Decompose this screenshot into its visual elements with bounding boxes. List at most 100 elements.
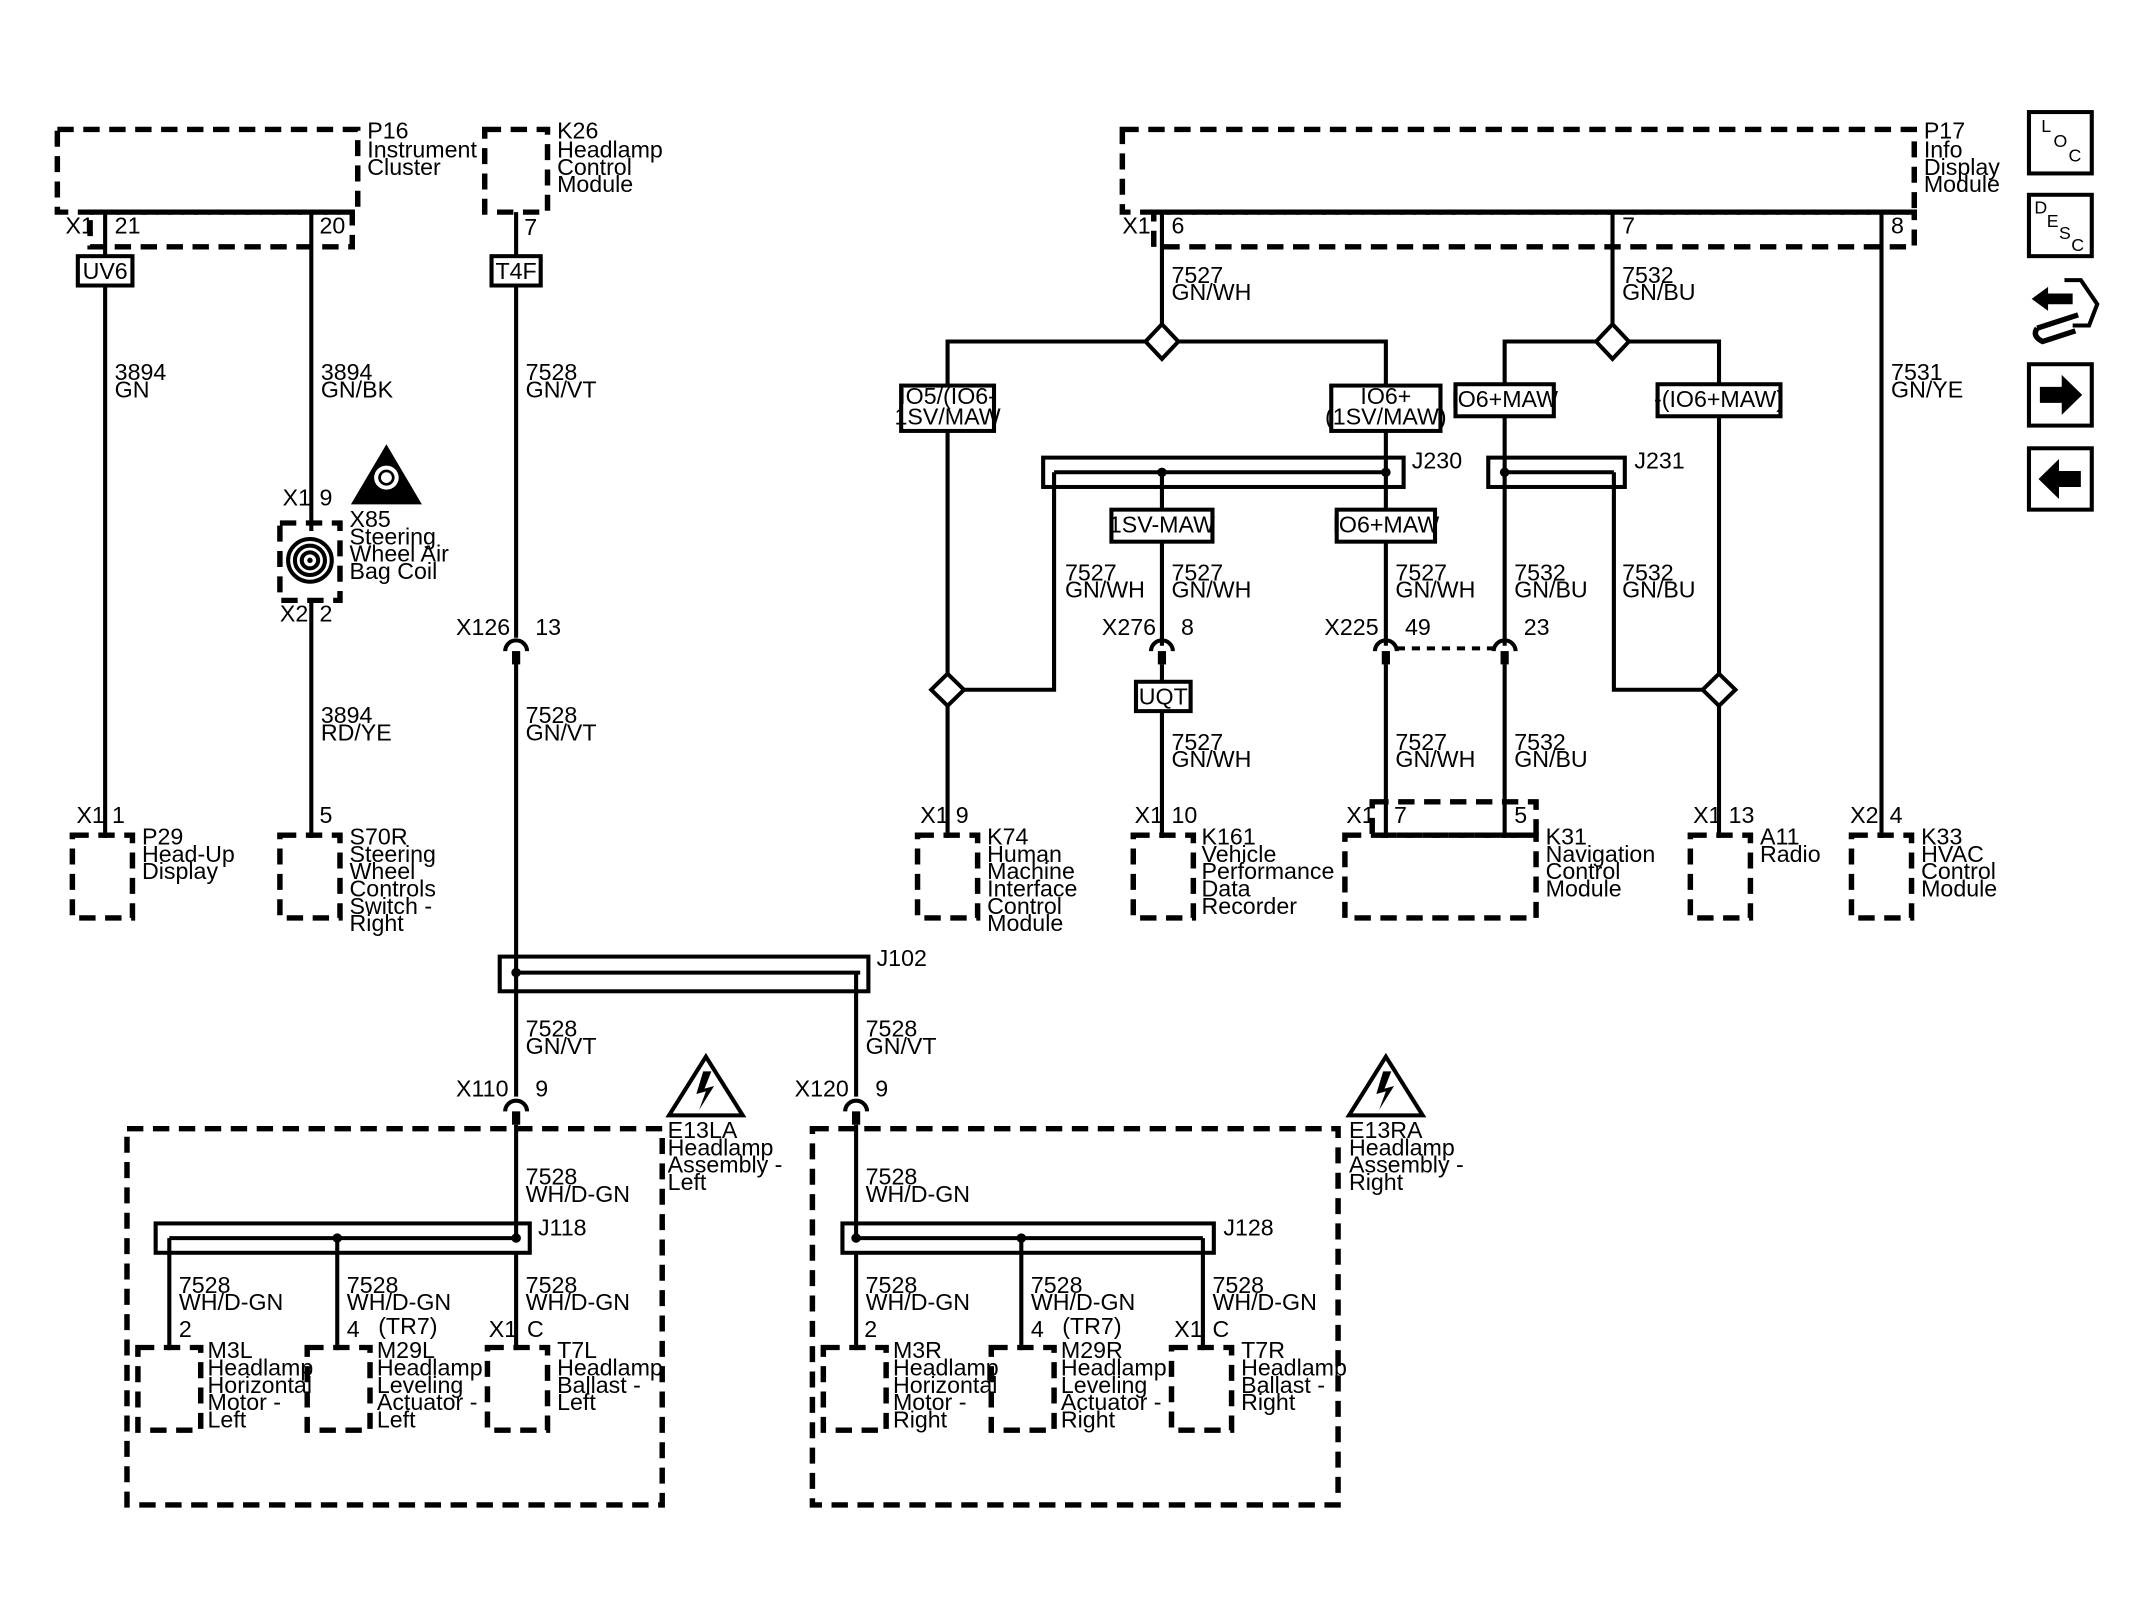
- module-k161: X1 10 K161 Vehicle Performance Data Reco…: [1130, 802, 1334, 921]
- module-e13ra: E13RA Headlamp Assembly - Right: [809, 1117, 1464, 1508]
- arrow-left-icon[interactable]: [2026, 446, 2094, 512]
- svg-text:Assembly -: Assembly -: [668, 1152, 783, 1178]
- svg-text:5: 5: [1514, 802, 1527, 828]
- svg-text:Leveling: Leveling: [377, 1372, 463, 1398]
- svg-text:Headlamp: Headlamp: [208, 1355, 314, 1381]
- svg-text:GN/VT: GN/VT: [526, 720, 597, 746]
- svg-text:(TR7): (TR7): [378, 1313, 437, 1339]
- svg-text:GN: GN: [115, 377, 150, 403]
- svg-text:Display: Display: [1924, 154, 2001, 180]
- svg-text:GN/WH: GN/WH: [1172, 577, 1252, 603]
- svg-text:Headlamp: Headlamp: [1061, 1355, 1167, 1381]
- svg-text:Control: Control: [1921, 858, 1996, 884]
- svg-text:7532: 7532: [1514, 729, 1566, 755]
- svg-text:GN/VT: GN/VT: [866, 1033, 937, 1059]
- svg-text:P16: P16: [367, 118, 408, 144]
- svg-text:7527: 7527: [1065, 560, 1117, 586]
- connector-x276: X276 8: [1102, 614, 1194, 665]
- svg-text:Interface: Interface: [987, 876, 1077, 902]
- svg-text:7528: 7528: [526, 1272, 578, 1298]
- svg-text:9: 9: [320, 485, 333, 511]
- svg-text:2: 2: [864, 1316, 877, 1342]
- svg-text:2: 2: [179, 1316, 192, 1342]
- module-t7l: X1 C T7L Headlamp Ballast - Left: [484, 1316, 663, 1433]
- svg-text:Right: Right: [1241, 1389, 1296, 1415]
- svg-text:3894: 3894: [115, 359, 167, 385]
- svg-text:X1: X1: [920, 802, 948, 828]
- svg-text:7528: 7528: [179, 1272, 231, 1298]
- svg-text:23: 23: [1524, 614, 1550, 640]
- svg-text:J231: J231: [1634, 448, 1684, 474]
- svg-text:T7R: T7R: [1241, 1337, 1285, 1363]
- option-tag-uqt: UQT: [1133, 679, 1193, 714]
- svg-text:Headlamp: Headlamp: [377, 1355, 483, 1381]
- svg-text:D: D: [2034, 198, 2047, 218]
- connector-tool-icon[interactable]: [2031, 278, 2100, 345]
- svg-text:C: C: [527, 1316, 544, 1342]
- svg-text:Ballast -: Ballast -: [1241, 1372, 1325, 1398]
- svg-text:7: 7: [1394, 802, 1407, 828]
- svg-text:8: 8: [1891, 213, 1904, 239]
- splice-j118: J118: [153, 1215, 587, 1255]
- svg-text:Left: Left: [377, 1407, 416, 1433]
- svg-text:C: C: [2069, 146, 2082, 166]
- svg-text:Left: Left: [208, 1407, 247, 1433]
- desc-button[interactable]: D E S C: [2026, 192, 2094, 259]
- svg-text:8: 8: [1181, 614, 1194, 640]
- connector-x126: X126 13: [456, 614, 561, 665]
- svg-text:5: 5: [320, 802, 333, 828]
- svg-text:Headlamp: Headlamp: [668, 1135, 774, 1161]
- svg-text:GN/VT: GN/VT: [526, 1033, 597, 1059]
- svg-text:WH/D-GN: WH/D-GN: [1031, 1289, 1135, 1315]
- svg-text:Info: Info: [1924, 137, 1963, 163]
- svg-text:Steering: Steering: [350, 524, 436, 550]
- svg-text:GN/WH: GN/WH: [1395, 746, 1475, 772]
- svg-text:K161: K161: [1202, 824, 1256, 850]
- svg-text:7528: 7528: [1031, 1272, 1083, 1298]
- svg-text:X126: X126: [456, 614, 510, 640]
- svg-text:2: 2: [320, 601, 333, 627]
- loc-button[interactable]: L O C: [2026, 110, 2094, 176]
- svg-text:Left: Left: [668, 1169, 707, 1195]
- svg-text:X2: X2: [280, 601, 308, 627]
- svg-text:7528: 7528: [526, 1016, 578, 1042]
- svg-text:C: C: [1212, 1316, 1229, 1342]
- svg-text:X1: X1: [489, 1316, 517, 1342]
- svg-text:Left: Left: [557, 1389, 596, 1415]
- svg-text:IO5/(IO6-: IO5/(IO6-: [899, 383, 996, 409]
- svg-text:WH/D-GN: WH/D-GN: [1212, 1289, 1316, 1315]
- svg-text:1: 1: [112, 802, 125, 828]
- svg-text:Wheel Air: Wheel Air: [350, 541, 450, 567]
- splice-j231: J231: [1486, 448, 1685, 489]
- svg-text:9: 9: [956, 802, 969, 828]
- svg-text:X120: X120: [795, 1076, 849, 1102]
- svg-text:GN/WH: GN/WH: [1172, 279, 1252, 305]
- svg-text:X110: X110: [456, 1076, 508, 1102]
- svg-text:J118: J118: [538, 1215, 587, 1241]
- svg-text:6: 6: [1172, 213, 1185, 239]
- svg-text:P17: P17: [1924, 118, 1965, 144]
- svg-text:Right: Right: [1349, 1169, 1404, 1195]
- svg-text:WH/D-GN: WH/D-GN: [526, 1289, 630, 1315]
- svg-text:Recorder: Recorder: [1202, 893, 1298, 919]
- high-voltage-warning-icon: [1345, 1052, 1427, 1118]
- svg-text:Right: Right: [350, 910, 405, 936]
- svg-text:Navigation: Navigation: [1546, 841, 1656, 867]
- svg-text:Data: Data: [1202, 876, 1251, 902]
- svg-text:WH/D-GN: WH/D-GN: [526, 1181, 630, 1207]
- module-t7r: X1 C T7R Headlamp Ballast - Right: [1168, 1316, 1347, 1433]
- svg-text:1SV/MAW: 1SV/MAW: [895, 404, 1001, 430]
- module-k31: X1 7 5 K31 Navigation Control Module: [1342, 799, 1656, 921]
- svg-text:49: 49: [1405, 614, 1431, 640]
- svg-text:WH/D-GN: WH/D-GN: [347, 1289, 451, 1315]
- svg-text:Module: Module: [1921, 876, 1997, 902]
- svg-text:X1: X1: [283, 485, 311, 511]
- svg-text:WH/D-GN: WH/D-GN: [866, 1289, 970, 1315]
- arrow-right-icon[interactable]: [2026, 362, 2094, 428]
- svg-text:13: 13: [535, 614, 561, 640]
- svg-text:K31: K31: [1546, 824, 1587, 850]
- svg-text:GN/WH: GN/WH: [1065, 577, 1145, 603]
- svg-text:X1: X1: [66, 213, 94, 239]
- svg-text:Bag Coil: Bag Coil: [350, 558, 438, 584]
